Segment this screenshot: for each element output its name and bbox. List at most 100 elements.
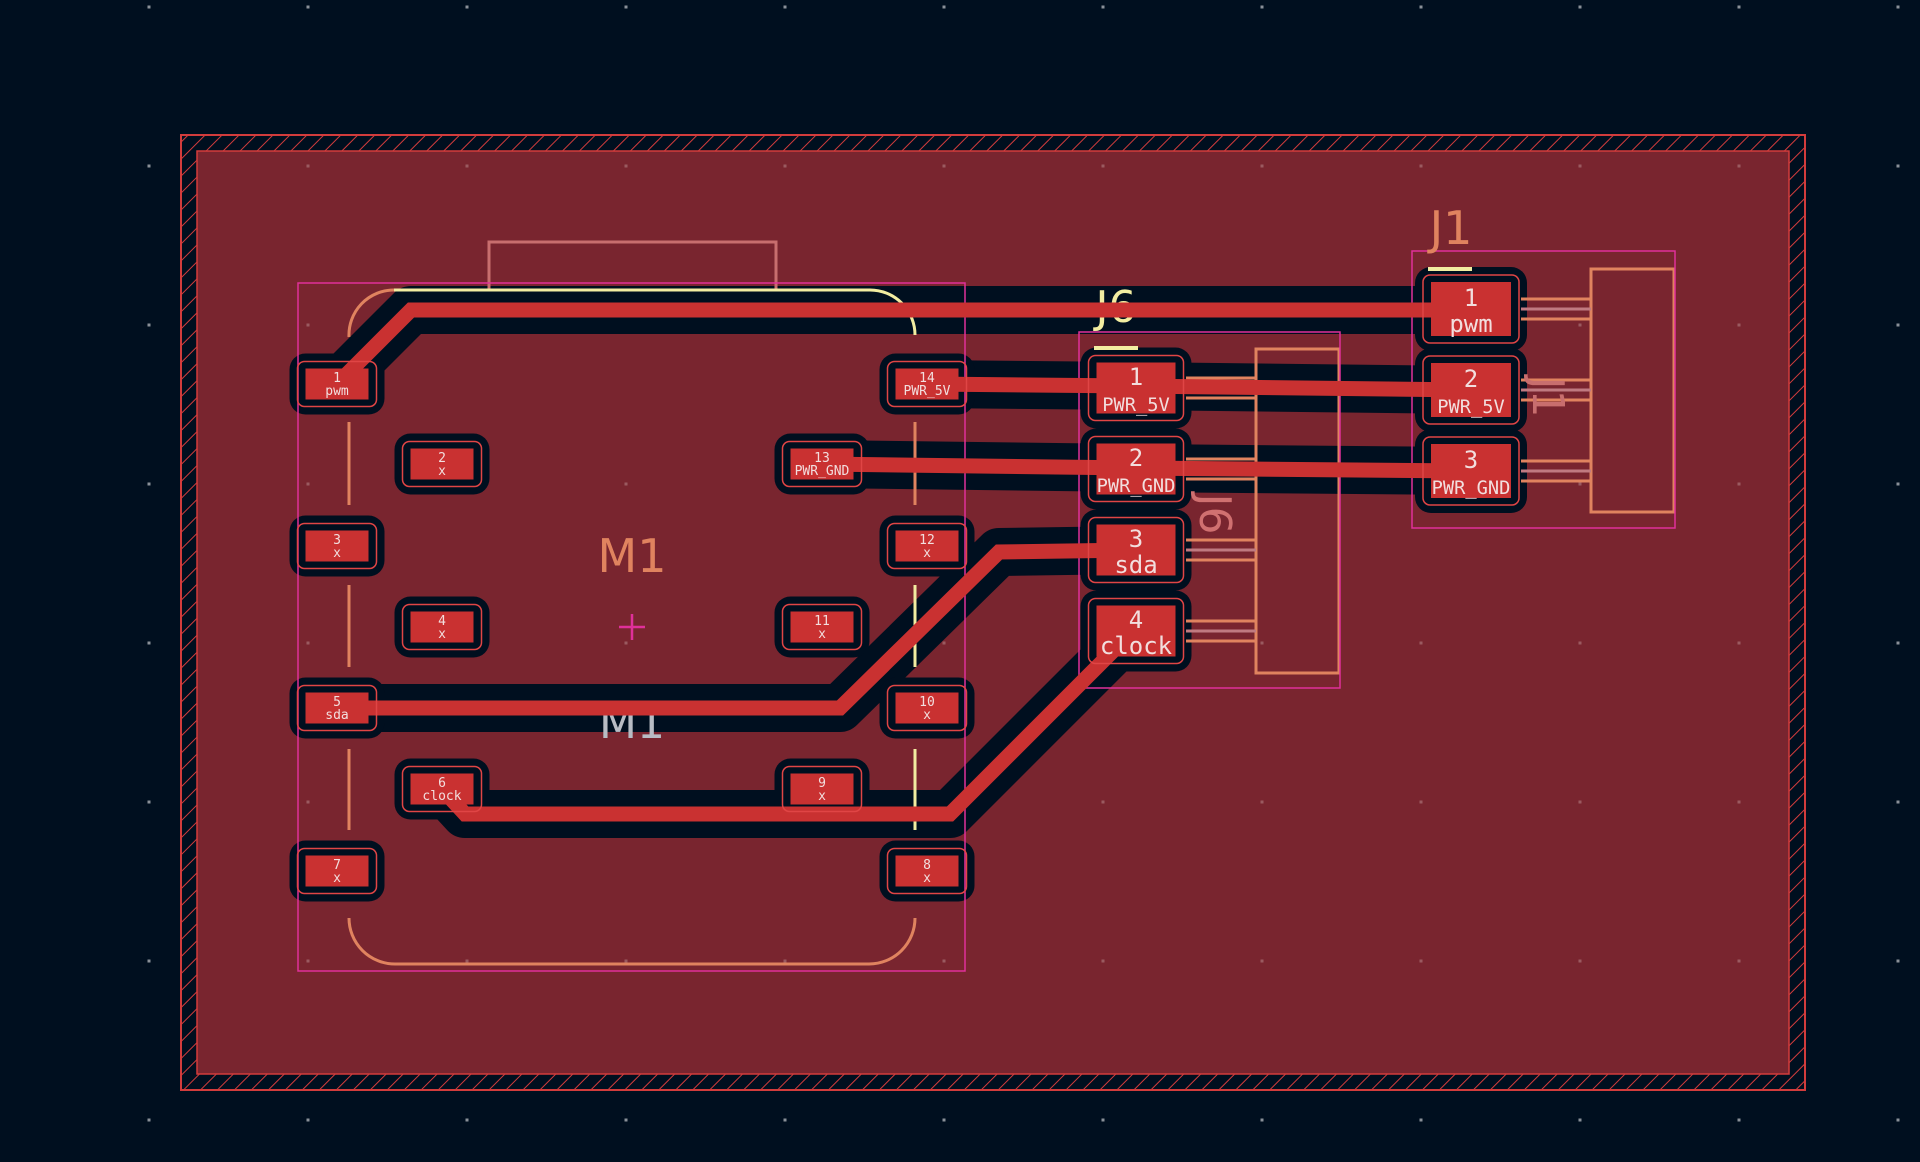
grid-dot (783, 959, 787, 963)
pad-outline (886, 847, 968, 895)
pad-copper (305, 692, 369, 724)
pad-copper (1096, 362, 1176, 414)
j1-fab-label: J1 (1522, 374, 1573, 418)
pad-net-name: x (923, 546, 931, 561)
pad-outline (1087, 354, 1185, 422)
trace-sda[interactable] (329, 542, 1144, 716)
pad-outline (401, 765, 483, 813)
pad-outline (781, 603, 863, 651)
grid-dot (147, 1118, 151, 1122)
grid-dot (1101, 800, 1105, 804)
grid-dot (147, 164, 151, 168)
pad-number: 14 (919, 371, 935, 386)
pad-number: 1 (1464, 284, 1478, 312)
m1-reference: M1 (598, 529, 667, 583)
pad-net-name: PWR_5V (904, 384, 951, 399)
grid-dot (1101, 164, 1105, 168)
grid-dot (1260, 164, 1264, 168)
grid-dot (465, 5, 469, 9)
pad-number: 6 (438, 776, 446, 791)
grid-dot (624, 959, 628, 963)
pad-outline (296, 360, 378, 408)
grid-dot (1101, 1118, 1105, 1122)
grid-dot (1578, 323, 1582, 327)
pad-copper (790, 611, 854, 643)
pad-net-name: PWR_GND (1097, 476, 1176, 497)
grid-dot (783, 164, 787, 168)
pad-number: 3 (333, 533, 341, 548)
m1-anchor-crosshair (619, 614, 645, 640)
pad-copper (305, 855, 369, 887)
pad-outline (296, 684, 378, 732)
pad-copper (895, 692, 959, 724)
grid-dot (306, 164, 310, 168)
m1-pad-2[interactable]: 2x (401, 440, 483, 488)
pad-number: 13 (814, 451, 830, 466)
grid-dot (306, 641, 310, 645)
pad-outline (401, 440, 483, 488)
m1-pad-3[interactable]: 3x (296, 522, 378, 570)
pad-copper (895, 368, 959, 400)
m1-pad-12[interactable]: 12x (886, 522, 968, 570)
pad-outline (886, 360, 968, 408)
pad-number: 2 (438, 451, 446, 466)
j6-courtyard (1078, 331, 1341, 689)
pad-copper (410, 448, 474, 480)
pad-net-name: x (818, 789, 826, 804)
grid-dot (1737, 482, 1741, 486)
grid-dot (1260, 641, 1264, 645)
m1-pad-9[interactable]: 9x (781, 765, 863, 813)
m1-pad-11[interactable]: 11x (781, 603, 863, 651)
grid-dot (1578, 800, 1582, 804)
grid-dot (1260, 1118, 1264, 1122)
pads: 1pwm2x3x4x5sda6clock7x8x9x10x11x12x13PWR… (296, 274, 1520, 895)
m1-pad-10[interactable]: 10x (886, 684, 968, 732)
pad-outline (1087, 516, 1185, 584)
grid-dot (147, 641, 151, 645)
pad-net-name: clock (1100, 632, 1173, 660)
pad-number: 4 (1129, 606, 1143, 634)
pad-copper (1096, 524, 1176, 576)
grid-dot (1260, 800, 1264, 804)
grid-dot (1896, 482, 1900, 486)
grid-dot (624, 1118, 628, 1122)
pad-copper (790, 448, 854, 480)
grid-dot (1896, 323, 1900, 327)
grid-dot (1101, 5, 1105, 9)
pad-number: 3 (1464, 446, 1478, 474)
m1-pad-7[interactable]: 7x (296, 847, 378, 895)
m1-pad-8[interactable]: 8x (886, 847, 968, 895)
grid-dot (306, 800, 310, 804)
grid-dot (1419, 959, 1423, 963)
pad-net-name: sda (1114, 551, 1157, 579)
pad-net-name: PWR_5V (1437, 397, 1505, 418)
pad-outline (781, 765, 863, 813)
grid-dot (1419, 641, 1423, 645)
j6-body (1254, 347, 1341, 675)
pad-number: 1 (333, 371, 341, 386)
m1-pad-4[interactable]: 4x (401, 603, 483, 651)
trace-pwm[interactable] (329, 302, 1479, 392)
pad-copper (1431, 444, 1511, 498)
m1-courtyard (297, 282, 966, 972)
m1-outline-top (394, 288, 917, 336)
pad-number: 8 (923, 858, 931, 873)
trace-pwr_5v[interactable] (919, 376, 1479, 398)
grid-dot (1419, 5, 1423, 9)
grid-dot (465, 1118, 469, 1122)
pad-net-name: x (923, 708, 931, 723)
grid-dot (1419, 800, 1423, 804)
